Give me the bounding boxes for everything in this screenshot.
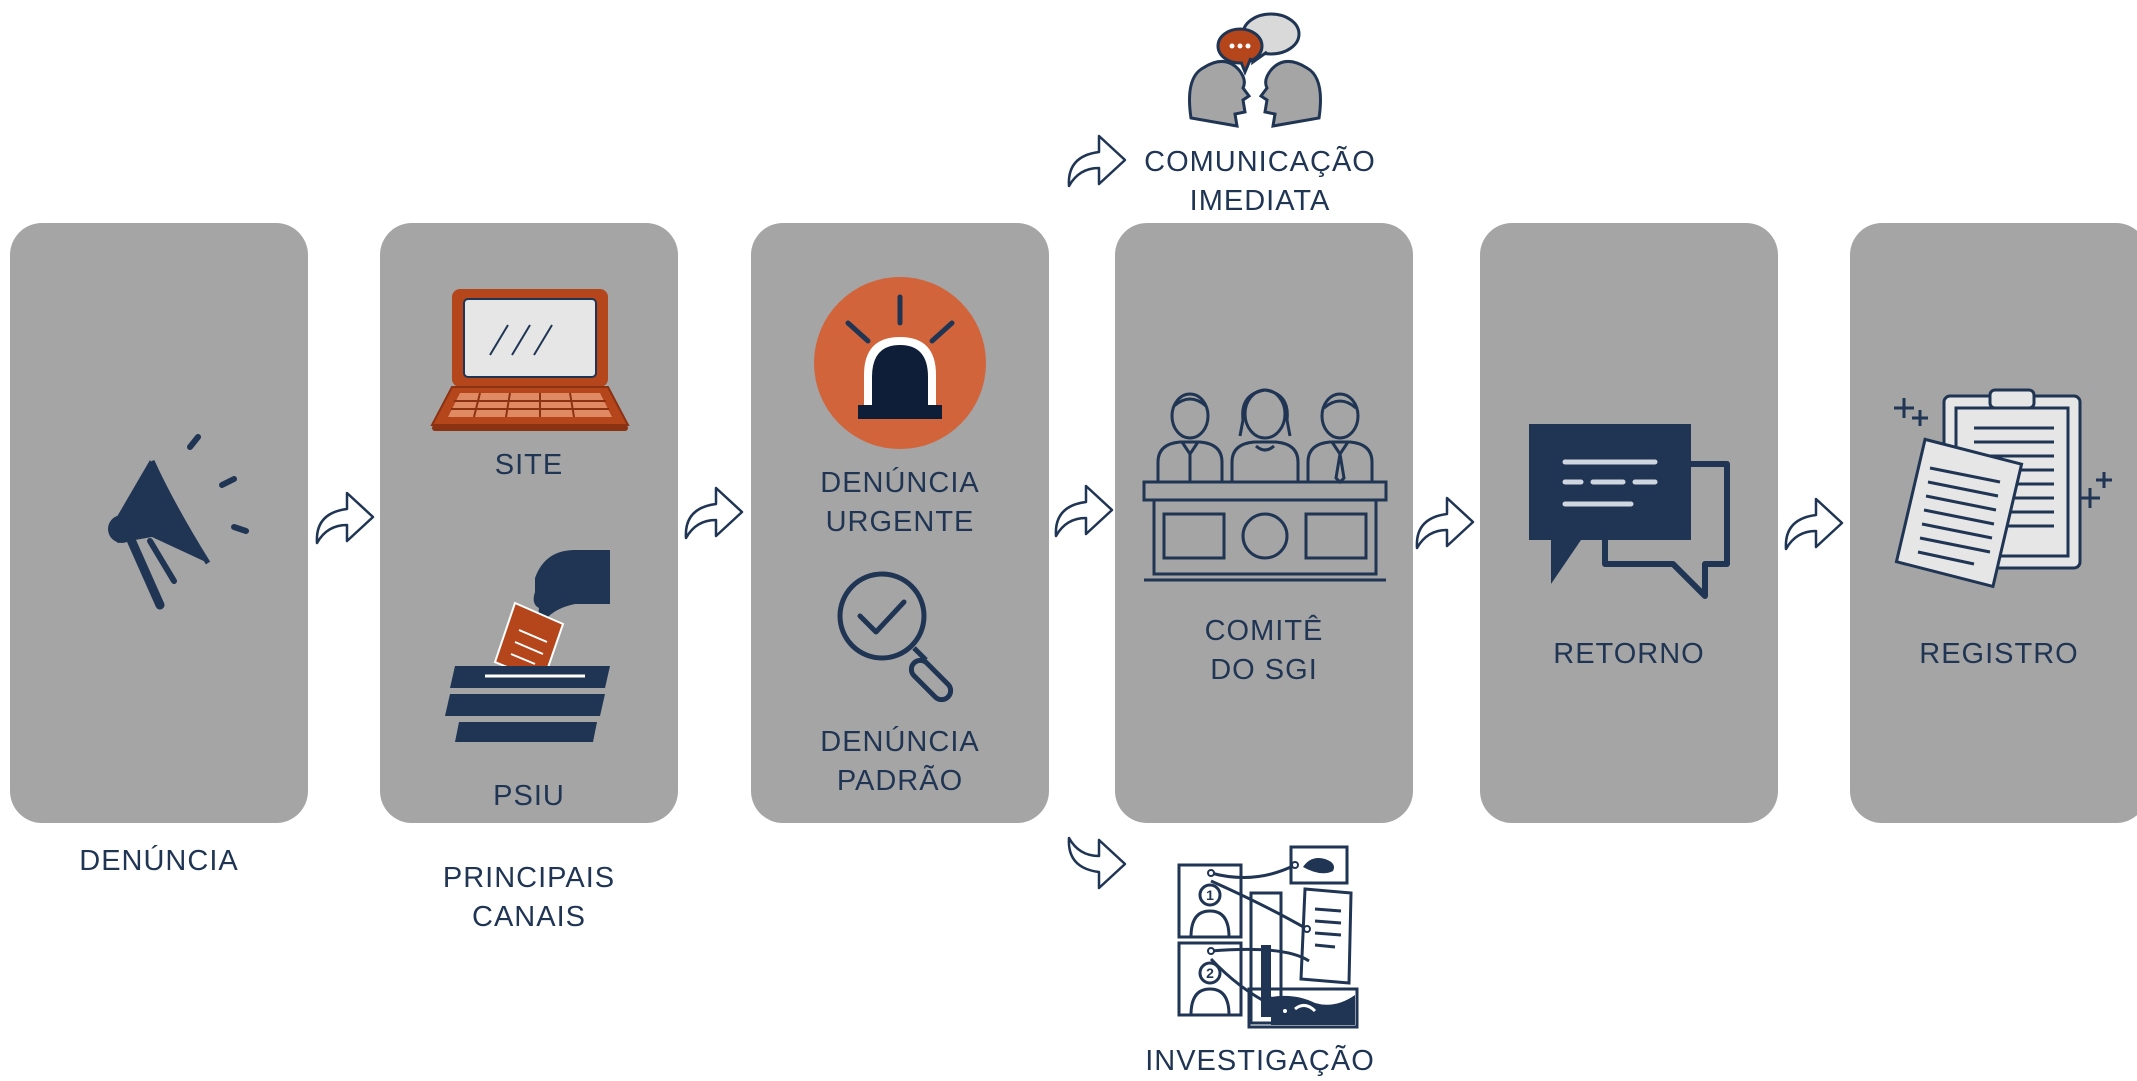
label-denuncia-urgente-line2: URGENTE bbox=[825, 506, 975, 538]
label-denuncia-padrao-line1: DENÚNCIA bbox=[820, 726, 980, 758]
svg-text:1: 1 bbox=[1206, 887, 1214, 903]
label-comite-line2: DO SGI bbox=[1210, 654, 1318, 686]
magnifier-check-icon bbox=[837, 571, 954, 703]
flow-arrow-icon bbox=[684, 486, 744, 540]
label-comunicacao-line2: IMEDIATA bbox=[1189, 185, 1331, 217]
label-investigacao: INVESTIGAÇÃO bbox=[1145, 1045, 1375, 1077]
label-psiu: PSIU bbox=[493, 780, 565, 812]
siren-icon bbox=[814, 277, 986, 449]
branch-arrow-icon bbox=[1067, 134, 1127, 188]
label-denuncia-urgente: DENÚNCIA URGENTE bbox=[751, 464, 1049, 542]
label-registro: REGISTRO bbox=[1919, 638, 2079, 670]
label-denuncia-padrao-line2: PADRÃO bbox=[836, 765, 964, 797]
label-principais-canais-line1: PRINCIPAIS bbox=[442, 862, 616, 894]
talking-heads-icon bbox=[1188, 12, 1322, 128]
branch-arrow-icon bbox=[1067, 836, 1127, 890]
label-comunicacao-imediata: COMUNICAÇÃO IMEDIATA bbox=[1100, 143, 1420, 221]
label-principais-canais-line2: CANAIS bbox=[472, 901, 586, 933]
label-comite-line1: COMITÊ bbox=[1204, 615, 1324, 647]
flow-arrow-icon bbox=[1784, 497, 1844, 551]
megaphone-icon bbox=[108, 434, 249, 610]
flow-arrow-icon bbox=[315, 491, 375, 545]
label-comite: COMITÊ DO SGI bbox=[1115, 612, 1413, 690]
label-denuncia: DENÚNCIA bbox=[79, 845, 239, 877]
investigation-board-icon: 1 2 bbox=[1177, 845, 1359, 1029]
ballot-box-icon bbox=[445, 550, 610, 742]
committee-icon bbox=[1142, 388, 1388, 582]
label-denuncia-urgente-line1: DENÚNCIA bbox=[820, 467, 980, 499]
label-principais-canais: PRINCIPAIS CANAIS bbox=[380, 859, 678, 937]
laptop-icon bbox=[430, 289, 630, 431]
clipboard-documents-icon bbox=[1894, 388, 2112, 589]
flow-arrow-icon bbox=[1054, 484, 1114, 538]
label-retorno: RETORNO bbox=[1553, 638, 1705, 670]
chat-bubbles-icon bbox=[1529, 424, 1730, 599]
label-denuncia-padrao: DENÚNCIA PADRÃO bbox=[751, 723, 1049, 801]
label-site: SITE bbox=[494, 449, 564, 481]
label-comunicacao-line1: COMUNICAÇÃO bbox=[1144, 146, 1376, 178]
svg-text:2: 2 bbox=[1206, 965, 1214, 981]
flow-arrow-icon bbox=[1415, 496, 1475, 550]
